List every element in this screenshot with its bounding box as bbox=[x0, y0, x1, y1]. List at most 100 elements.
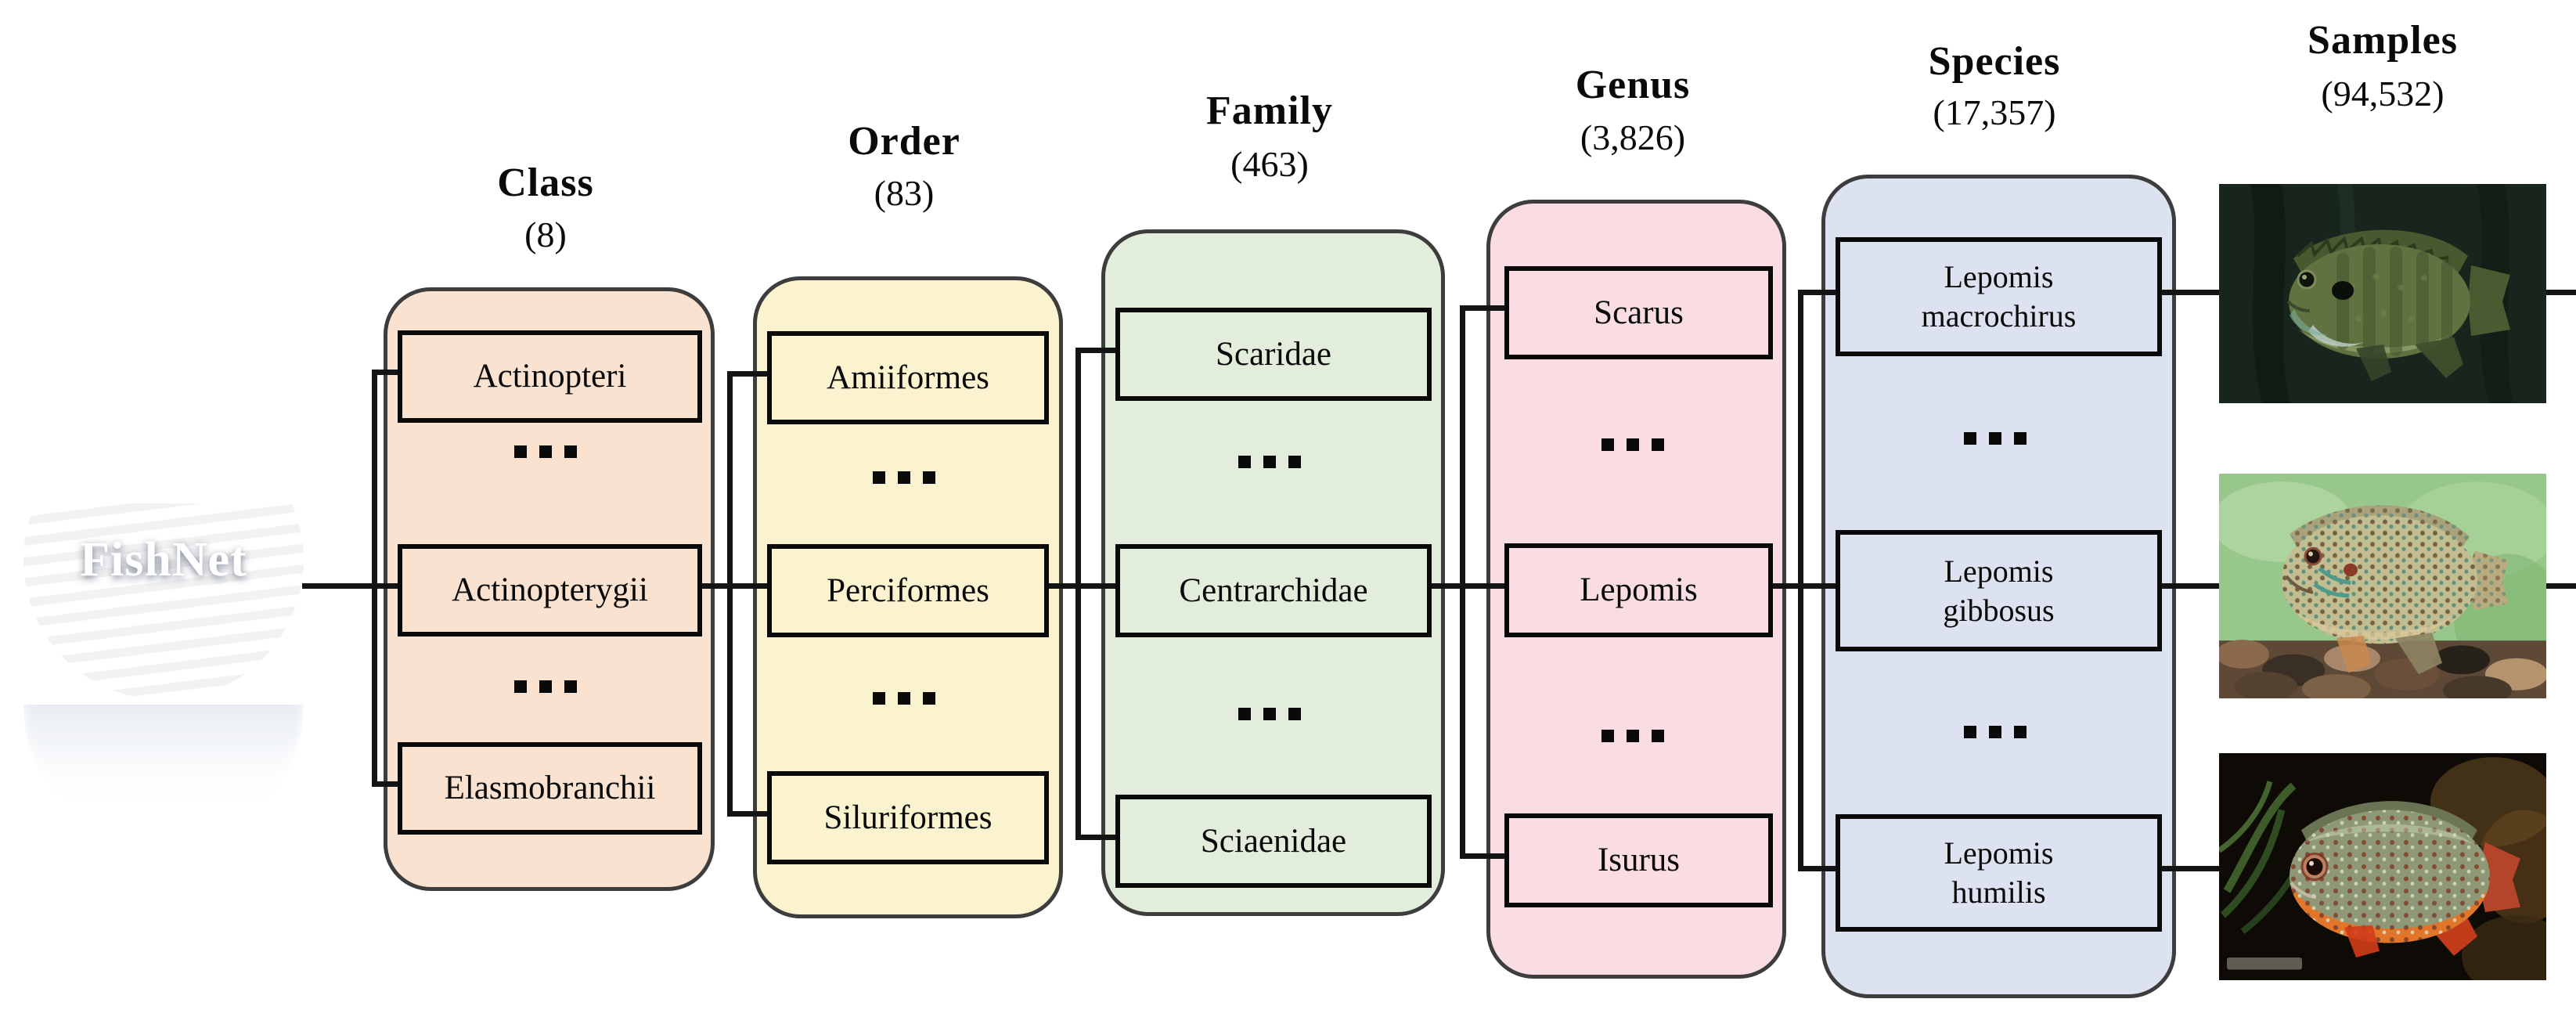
bracket-stub-class-top bbox=[372, 370, 404, 375]
bracket-rail-genus bbox=[1460, 305, 1465, 858]
taxon-box-label: humilis bbox=[1951, 875, 2046, 910]
ellipsis-dot bbox=[1601, 438, 1614, 451]
taxon-box-actinopterygii: Actinopterygii bbox=[398, 544, 702, 637]
taxon-box-actinopteri: Actinopteri bbox=[398, 330, 702, 423]
ellipsis-dot bbox=[513, 445, 527, 458]
samples-count: (94,532) bbox=[2321, 74, 2444, 114]
taxon-box-label: Isurus bbox=[1597, 842, 1681, 878]
connector-species bbox=[1759, 583, 1842, 589]
column-count-genus: (3,826) bbox=[1580, 117, 1686, 157]
ellipsis-dot bbox=[923, 471, 935, 484]
bracket-rail-order bbox=[727, 371, 733, 816]
taxon-box-label: Actinopterygii bbox=[452, 572, 648, 608]
column-title-class: Class bbox=[497, 160, 594, 205]
orangespotted-sunfish-illustration bbox=[2219, 753, 2546, 980]
taxon-box-label: Siluriformes bbox=[823, 799, 993, 836]
taxon-box-label: Actinopteri bbox=[473, 358, 627, 395]
ellipsis-dot bbox=[1238, 456, 1251, 468]
ellipsis-dot bbox=[1263, 456, 1276, 468]
fishnet-logo-label: FishNet bbox=[80, 532, 247, 586]
sample-image-3 bbox=[2219, 753, 2546, 980]
bracket-stub-species-bottom bbox=[1798, 866, 1842, 871]
taxon-box-label: Scarus bbox=[1594, 294, 1684, 331]
ellipsis-dot bbox=[1288, 708, 1301, 720]
taxon-box-lepomis: Lepomis bbox=[1504, 543, 1773, 637]
taxon-box-label: macrochirus bbox=[1921, 298, 2077, 334]
photo-credit-watermark bbox=[2227, 957, 2302, 970]
ellipsis-dot bbox=[1651, 438, 1664, 451]
taxon-box-label: Elasmobranchii bbox=[444, 770, 656, 806]
taxon-box-perciformes: Perciformes bbox=[767, 544, 1049, 637]
edge-stub-middle bbox=[2545, 583, 2576, 589]
ellipsis-dot bbox=[898, 692, 910, 705]
ellipsis-dot bbox=[1626, 438, 1639, 451]
taxon-box-label: Amiiformes bbox=[827, 359, 989, 396]
connector-sample bbox=[2148, 866, 2222, 871]
taxon-box-label: Lepomis bbox=[1580, 572, 1698, 608]
taxon-box-amiiformes: Amiiformes bbox=[767, 331, 1049, 424]
ellipsis-dot bbox=[1963, 432, 1976, 445]
ellipsis-dot bbox=[564, 680, 577, 693]
fishnet-logo-reflection bbox=[23, 705, 304, 846]
taxon-box-sciaenidae: Sciaenidae bbox=[1115, 795, 1432, 888]
column-count-order: (83) bbox=[874, 173, 935, 213]
ellipsis-order-1 bbox=[753, 471, 1055, 484]
connector-order bbox=[688, 583, 773, 589]
ellipsis-dot bbox=[1263, 708, 1276, 720]
taxon-box-label: Centrarchidae bbox=[1179, 572, 1368, 609]
pumpkinseed-fish-illustration bbox=[2219, 474, 2546, 698]
bracket-rail-species bbox=[1798, 290, 1803, 871]
bracket-stub-genus-top bbox=[1460, 305, 1511, 311]
taxon-box-label: Sciaenidae bbox=[1200, 822, 1347, 860]
taxon-box-label: Perciformes bbox=[827, 572, 989, 609]
ellipsis-family-1 bbox=[1101, 456, 1437, 468]
ellipsis-species-1 bbox=[1821, 432, 2168, 445]
bluegill-fish-illustration bbox=[2219, 184, 2546, 403]
bracket-stub-species-top bbox=[1798, 290, 1842, 295]
ellipsis-dot bbox=[539, 445, 552, 458]
sample-image-2 bbox=[2219, 474, 2546, 698]
taxon-box-centrarchidae: Centrarchidae bbox=[1115, 544, 1432, 637]
ellipsis-dot bbox=[564, 445, 577, 458]
column-count-species: (17,357) bbox=[1933, 92, 2056, 132]
bracket-stub-genus-bottom bbox=[1460, 853, 1511, 859]
ellipsis-dot bbox=[923, 692, 935, 705]
fishnet-logo: FishNet bbox=[23, 420, 304, 700]
ellipsis-class-2 bbox=[384, 680, 707, 693]
column-title-family: Family bbox=[1206, 88, 1333, 133]
connector-class bbox=[302, 583, 404, 589]
ellipsis-dot bbox=[2013, 432, 2027, 445]
ellipsis-dot bbox=[1963, 726, 1976, 738]
ellipsis-species-2 bbox=[1821, 726, 2168, 738]
ellipsis-dot bbox=[1238, 708, 1251, 720]
ellipsis-dot bbox=[513, 680, 527, 693]
ellipsis-class-1 bbox=[384, 445, 707, 458]
samples-title: Samples bbox=[2308, 18, 2458, 63]
taxon-box-elasmobranchii: Elasmobranchii bbox=[398, 742, 702, 835]
taxon-box-scarus: Scarus bbox=[1504, 266, 1773, 359]
ellipsis-dot bbox=[873, 692, 885, 705]
column-title-order: Order bbox=[848, 119, 960, 164]
ellipsis-dot bbox=[1988, 432, 2001, 445]
ellipsis-dot bbox=[1288, 456, 1301, 468]
ellipsis-dot bbox=[1626, 730, 1639, 742]
taxon-box-label: gibbosus bbox=[1943, 592, 2055, 628]
bracket-stub-class-bottom bbox=[372, 781, 404, 787]
taxon-box-scaridae: Scaridae bbox=[1115, 308, 1432, 401]
ellipsis-dot bbox=[1651, 730, 1664, 742]
bracket-stub-order-top bbox=[727, 371, 773, 377]
bracket-rail-family bbox=[1075, 348, 1081, 839]
ellipsis-family-2 bbox=[1101, 708, 1437, 720]
bracket-stub-family-bottom bbox=[1075, 835, 1122, 840]
edge-stub-top bbox=[2545, 290, 2576, 295]
connector-sample bbox=[2148, 583, 2222, 589]
taxon-box-label: Scaridae bbox=[1215, 335, 1332, 373]
ellipsis-dot bbox=[898, 471, 910, 484]
ellipsis-dot bbox=[2013, 726, 2027, 738]
ellipsis-dot bbox=[873, 471, 885, 484]
bracket-stub-order-bottom bbox=[727, 811, 773, 817]
bracket-stub-family-top bbox=[1075, 348, 1122, 353]
